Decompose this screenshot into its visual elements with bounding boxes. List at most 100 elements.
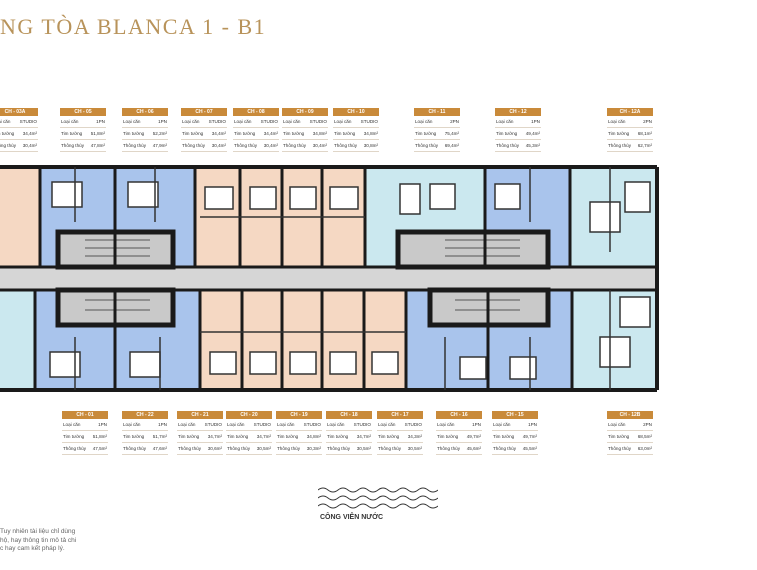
label-net: Thông thủy — [378, 446, 401, 451]
unit-net: 62,7m² — [637, 143, 652, 148]
unit-net: 47,5m² — [92, 446, 107, 451]
water-waves-icon — [318, 487, 438, 509]
unit-id: CH - 08 — [233, 108, 279, 116]
unit-type: 2PN — [643, 119, 652, 124]
label-gross: Tim tường — [608, 434, 630, 439]
label-net: Thông thủy — [283, 143, 306, 148]
label-net: Thông thủy — [493, 446, 516, 451]
unit-net: 30,8m² — [363, 143, 378, 148]
label-type: Loại căn — [178, 422, 196, 427]
label-type: Loại căn — [608, 422, 626, 427]
label-type: Loại căn — [227, 422, 245, 427]
label-type: Loại căn — [63, 422, 81, 427]
label-type: Loại căn — [415, 119, 433, 124]
unit-type: STUDIO — [309, 119, 327, 124]
unit-net: 30,5m² — [356, 446, 371, 451]
unit-block-studio — [0, 167, 40, 267]
unit-id: CH - 10 — [333, 108, 379, 116]
label-gross: Tim tường — [0, 131, 15, 136]
note-line: Tuy nhiên tài liệu chỉ dùng — [0, 528, 76, 535]
unit-net: 63,0m² — [637, 446, 652, 451]
core-top-right — [395, 229, 551, 270]
unit-gross: 68,5m² — [637, 434, 652, 439]
unit-type: 1PN — [96, 119, 105, 124]
label-gross: Tim tường — [493, 434, 515, 439]
unit-id: CH - 12A — [607, 108, 653, 116]
unit-gross: 75,4m² — [444, 131, 459, 136]
unit-type: STUDIO — [253, 422, 271, 427]
unit-id: CH - 17 — [377, 411, 423, 419]
unit-net: 30,5m² — [256, 446, 271, 451]
unit-net: 30,4m² — [263, 143, 278, 148]
unit-id: CH - 11 — [414, 108, 460, 116]
park-label: CÔNG VIÊN NƯỚC — [320, 514, 384, 521]
note-line: hộ, hay thông tin mô tả chi — [0, 536, 77, 544]
label-type: Loại căn — [493, 422, 511, 427]
unit-gross: 68,1m² — [637, 131, 652, 136]
label-net: Thông thủy — [608, 446, 631, 451]
label-type: Loại căn — [378, 422, 396, 427]
label-gross: Tim tường — [415, 131, 437, 136]
label-gross: Tim tường — [123, 434, 145, 439]
label-net: Thông thủy — [182, 143, 205, 148]
unit-type: STUDIO — [204, 422, 222, 427]
unit-net: 45,5m² — [522, 446, 537, 451]
unit-type: 2PN — [450, 119, 459, 124]
unit-net: 47,8m² — [90, 143, 105, 148]
floor-plan — [0, 165, 659, 392]
label-type: Loại căn — [234, 119, 252, 124]
note-line: c hay cam kết pháp lý. — [0, 545, 65, 552]
unit-type: STUDIO — [208, 119, 226, 124]
unit-gross: 34,7m² — [207, 434, 222, 439]
unit-gross: 52,2m² — [152, 131, 167, 136]
unit-id: CH - 06 — [122, 108, 168, 116]
unit-gross: 49,4m² — [525, 131, 540, 136]
unit-type: 1PN — [531, 119, 540, 124]
unit-net: 45,3m² — [525, 143, 540, 148]
unit-id: CH - 19 — [276, 411, 322, 419]
unit-gross: 34,8m² — [312, 131, 327, 136]
label-net: Thông thủy — [123, 143, 146, 148]
label-net: Thông thủy — [415, 143, 438, 148]
label-type: Loại căn — [437, 422, 455, 427]
label-net: Thông thủy — [608, 143, 631, 148]
unit-net: 69,4m² — [444, 143, 459, 148]
unit-block-studio — [200, 290, 242, 390]
unit-type: 1PN — [158, 119, 167, 124]
unit-gross: 34,4m² — [211, 131, 226, 136]
unit-type: 1PN — [98, 422, 107, 427]
unit-type: STUDIO — [360, 119, 378, 124]
unit-type: 2PN — [643, 422, 652, 427]
unit-id: CH - 18 — [326, 411, 372, 419]
unit-gross: 34,7m² — [356, 434, 371, 439]
label-gross: Tim tường — [608, 131, 630, 136]
label-gross: Tim tường — [334, 131, 356, 136]
label-net: Thông thủy — [277, 446, 300, 451]
label-gross: Tim tường — [496, 131, 518, 136]
label-type: Loại căn — [123, 422, 141, 427]
label-type: Loại căn — [327, 422, 345, 427]
label-gross: Tim tường — [123, 131, 145, 136]
label-net: Thông thủy — [334, 143, 357, 148]
unit-type: STUDIO — [404, 422, 422, 427]
label-net: Thông thủy — [234, 143, 257, 148]
unit-id: CH - 15 — [492, 411, 538, 419]
label-gross: Tim tường — [63, 434, 85, 439]
unit-net: 30,4m² — [211, 143, 226, 148]
label-type: Loại căn — [496, 119, 514, 124]
label-net: Thông thủy — [123, 446, 146, 451]
label-net: Thông thủy — [178, 446, 201, 451]
unit-net: 30,4m² — [312, 143, 327, 148]
unit-gross: 49,7m² — [466, 434, 481, 439]
unit-net: 45,6m² — [466, 446, 481, 451]
label-net: Thông thủy — [496, 143, 519, 148]
